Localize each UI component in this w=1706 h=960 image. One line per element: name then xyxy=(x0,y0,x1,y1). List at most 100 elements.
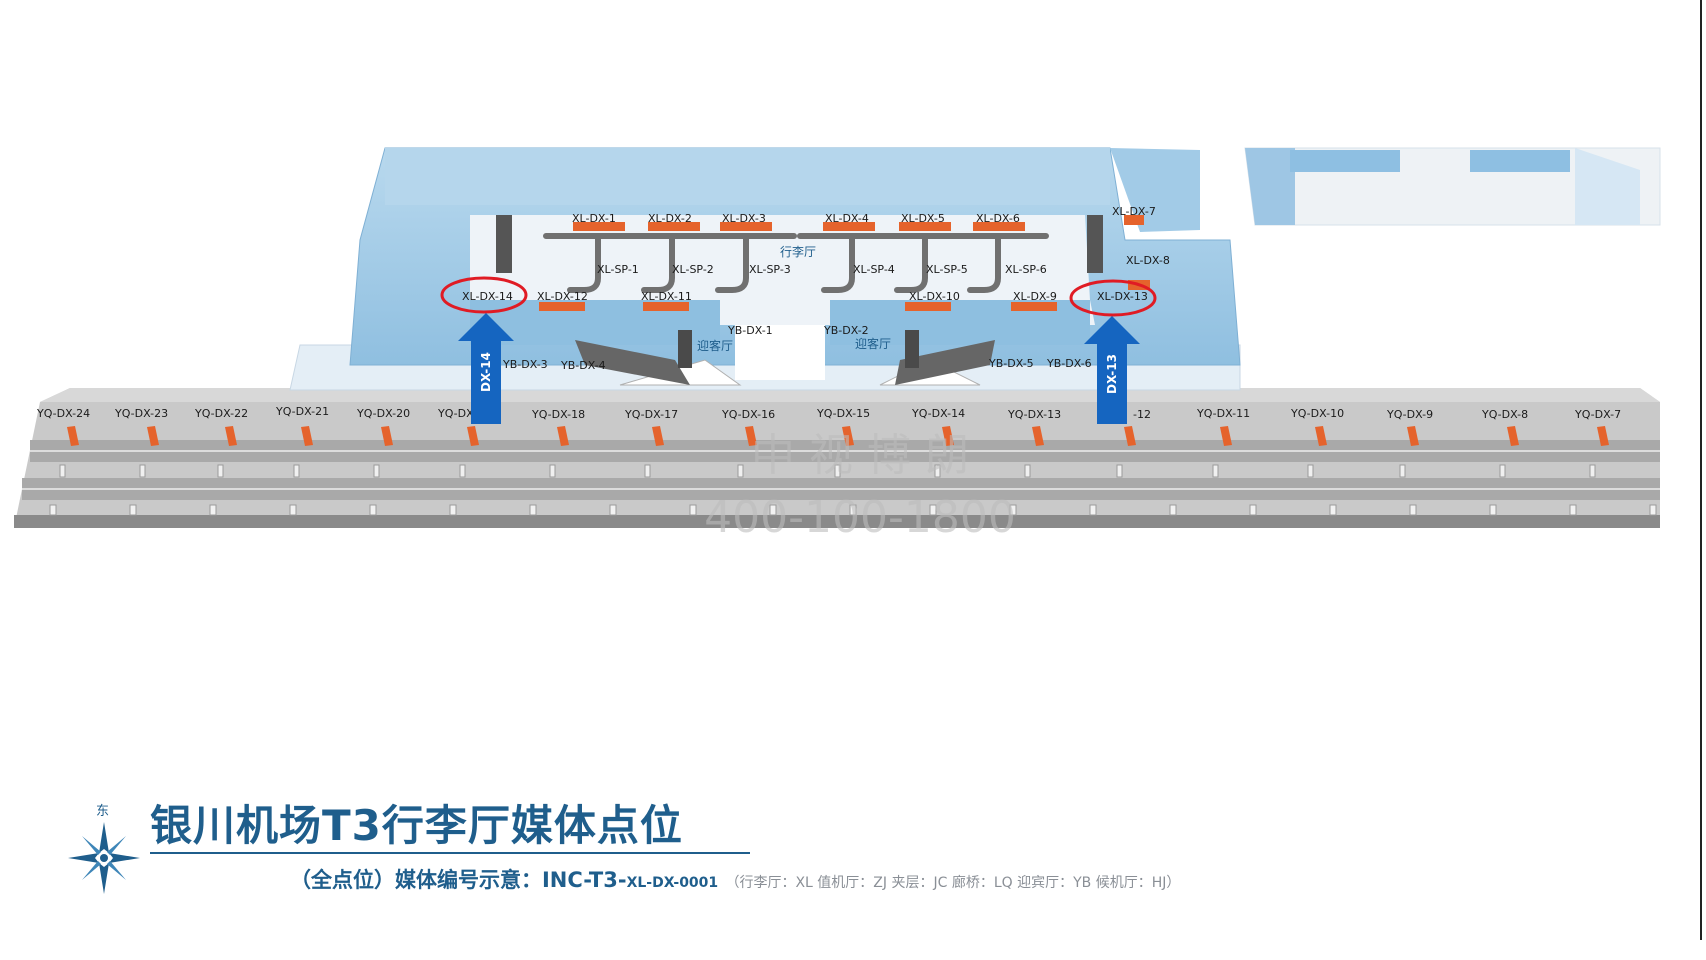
road-bollard xyxy=(59,464,66,478)
outbuilding xyxy=(1244,147,1661,226)
road-bollard xyxy=(849,504,857,516)
arrow-label-dx-13: DX-13 xyxy=(1105,354,1119,394)
media-panel xyxy=(1124,215,1144,225)
road-bollard xyxy=(1307,464,1314,478)
media-label: YB-DX-6 xyxy=(1046,357,1092,370)
road-bollard xyxy=(929,504,937,516)
media-label: XL-DX-9 xyxy=(1013,290,1057,303)
media-totem xyxy=(557,426,569,446)
media-label: YQ-DX-13 xyxy=(1007,408,1061,421)
road-bollard xyxy=(1649,504,1657,516)
road-bollard xyxy=(1024,464,1031,478)
road-bollard xyxy=(934,464,941,478)
media-panel xyxy=(573,222,625,231)
media-totem xyxy=(1315,426,1327,446)
watermark-phone: 400-100-1800 xyxy=(704,492,1016,543)
road-bollard xyxy=(293,464,300,478)
media-label: XL-DX-3 xyxy=(722,212,766,225)
road-bollard xyxy=(1169,504,1177,516)
media-panel xyxy=(905,302,951,311)
road-bollard xyxy=(449,504,457,516)
media-label: YQ-DX-8 xyxy=(1481,408,1528,421)
hall-label-arrival-left: 迎客厅 xyxy=(697,338,733,353)
media-totem xyxy=(1220,426,1232,446)
road-bollard xyxy=(139,464,146,478)
compass-label: 东 xyxy=(96,804,109,819)
media-label: YQ-DX-23 xyxy=(114,407,168,420)
road-bollard xyxy=(49,504,57,516)
road-bollard xyxy=(644,464,651,478)
road-bollard xyxy=(459,464,466,478)
road-bollard xyxy=(1089,504,1097,516)
media-label: XL-SP-1 xyxy=(597,263,639,276)
road-bollard xyxy=(1249,504,1257,516)
media-label: YQ-DX-24 xyxy=(36,407,90,420)
media-label: XL-SP-3 xyxy=(749,263,791,276)
watermark-name: 中 视 博 朗 xyxy=(751,430,969,481)
media-label: XL-DX-12 xyxy=(537,290,588,303)
compass-icon xyxy=(68,822,140,894)
road-bollard xyxy=(217,464,224,478)
media-panel xyxy=(1011,302,1057,311)
hall-label-baggage: 行李厅 xyxy=(780,244,816,259)
road-bollard xyxy=(1489,504,1497,516)
subtitle-legend: （行李厅：XL 值机厅：ZJ 夹层：JC 廊桥：LQ 迎宾厅：YB 候机厅：HJ… xyxy=(725,875,1181,891)
media-totem xyxy=(225,426,237,446)
media-label: XL-SP-5 xyxy=(926,263,968,276)
highlight-ring-xl-dx-14 xyxy=(440,276,528,314)
media-label: YQ-DX-18 xyxy=(531,408,585,421)
media-label: YQ-DX-10 xyxy=(1290,407,1344,420)
road-bollard xyxy=(549,464,556,478)
road-bollard xyxy=(1329,504,1337,516)
media-label: -12 xyxy=(1133,408,1151,421)
road-bollard xyxy=(1116,464,1123,478)
road-bollard xyxy=(1409,504,1417,516)
page-title: 银川机场T3行李厅媒体点位 xyxy=(150,801,683,850)
media-label: YB-DX-4 xyxy=(560,359,606,372)
media-totem xyxy=(652,426,664,446)
road-bollard xyxy=(689,504,697,516)
road-bollard xyxy=(209,504,217,516)
title-block: 银川机场T3行李厅媒体点位 （全点位）媒体编号示意：INC-T3-XL-DX-0… xyxy=(70,790,1320,910)
road-bollard xyxy=(289,504,297,516)
media-totem xyxy=(1032,426,1044,446)
media-label: XL-DX-2 xyxy=(648,212,692,225)
media-totem xyxy=(381,426,393,446)
road-bollard xyxy=(609,504,617,516)
media-label: YQ-DX-11 xyxy=(1196,407,1250,420)
media-label: YB-DX-5 xyxy=(988,357,1034,370)
media-totem xyxy=(467,426,479,446)
media-label: XL-SP-4 xyxy=(853,263,895,276)
media-label: YQ-DX-16 xyxy=(721,408,775,421)
media-panel xyxy=(648,222,700,231)
media-label: YB-DX-2 xyxy=(823,324,869,337)
media-label: YB-DX-1 xyxy=(727,324,773,337)
media-label: XL-SP-6 xyxy=(1005,263,1047,276)
media-totem xyxy=(1597,426,1609,446)
media-totem xyxy=(147,426,159,446)
road-bollard xyxy=(373,464,380,478)
media-label: YQ-DX-7 xyxy=(1574,408,1621,421)
media-label: XL-DX-6 xyxy=(976,212,1020,225)
media-label: XL-DX-7 xyxy=(1112,205,1156,218)
road-barriers xyxy=(49,426,1657,516)
media-totem xyxy=(67,426,79,446)
media-panels xyxy=(539,215,1150,311)
media-label: YQ-DX-22 xyxy=(194,407,248,420)
media-label: XL-DX-4 xyxy=(825,212,869,225)
media-label: XL-DX-13 xyxy=(1097,290,1148,303)
media-totem xyxy=(1407,426,1419,446)
escalators xyxy=(496,215,1103,385)
arrow-dx-13: DX-13 xyxy=(1084,316,1140,424)
media-label: YQ-DX-20 xyxy=(356,407,410,420)
media-label: YB-DX-3 xyxy=(502,358,548,371)
media-label: YQ-DX-9 xyxy=(1386,408,1433,421)
arrow-dx-14: DX-14 xyxy=(458,313,514,424)
road-bollard xyxy=(1399,464,1406,478)
title-subtitle: （全点位）媒体编号示意：INC-T3-XL-DX-0001 （行李厅：XL 值机… xyxy=(290,864,1180,894)
road-bollard xyxy=(529,504,537,516)
subtitle-code: XL-DX-0001 xyxy=(626,875,719,891)
media-label: YQ-DX-17 xyxy=(624,408,678,421)
media-panel xyxy=(899,222,951,231)
hall-label-arrival-right: 迎客厅 xyxy=(855,336,891,351)
